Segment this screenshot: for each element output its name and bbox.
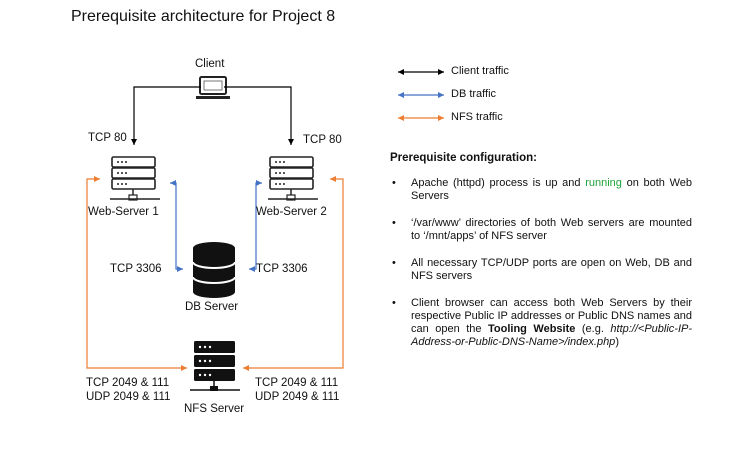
db-traffic-web2-arrow [249,180,262,272]
client-to-web1-arrow [131,86,201,145]
example-url: http://<Public-IP-Address-or-Public-DNS-… [411,323,693,348]
legend-nfs-traffic-label: NFS traffic [451,111,503,123]
client-label: Client [195,58,225,70]
config-item-text: (e.g. [575,323,611,335]
bullet: • [392,217,396,229]
tooling-website-text: Tooling Website [488,323,576,335]
legend-client-traffic-label: Client traffic [451,65,509,77]
tcp80-left-label: TCP 80 [88,132,127,144]
diagram-title: Prerequisite architecture for Project 8 [71,8,336,25]
config-item-browser: • Client browser can access both Web Ser… [390,297,692,349]
nfs-server-label: NFS Server [184,403,245,415]
nfs-right-tcp-label: TCP 2049 & 111 [255,377,339,389]
nfs-traffic-web1-arrow [86,176,187,371]
web-server-1-label: Web-Server 1 [88,206,159,218]
config-item-apache: • Apache (httpd) process is up and runni… [390,177,692,203]
bullet: • [392,297,396,309]
nfs-right-udp-label: UDP 2049 & 111 [255,391,340,403]
nfs-left-tcp-label: TCP 2049 & 111 [86,377,170,389]
legend-db-traffic-label: DB traffic [451,88,497,100]
web-server-2-label: Web-Server 2 [256,206,327,218]
config-item-ports: • All necessary TCP/UDP ports are open o… [390,257,692,283]
bullet: • [392,257,396,269]
web-server-1-icon [110,156,160,201]
database-icon [192,242,236,298]
running-highlight: running [585,177,622,189]
prerequisite-configuration: Prerequisite configuration: • Apache (ht… [390,152,692,363]
nfs-traffic-web2-arrow [243,176,344,371]
db-server-label: DB Server [185,301,239,313]
tcp80-right-label: TCP 80 [303,134,342,146]
client-computer-icon [196,76,230,99]
config-item-text: Client browser can access both Web Serve… [411,297,692,335]
nfs-left-udp-label: UDP 2049 & 111 [86,391,171,403]
config-heading: Prerequisite configuration: [390,152,537,164]
client-to-web2-arrow [224,86,294,145]
config-item-text: on both Web Servers [411,177,692,202]
config-item-text: ) [615,336,619,348]
bullet: • [392,177,396,189]
tcp3306-left-label: TCP 3306 [110,263,162,275]
config-item-text: ‘/var/www’ directories of both Web serve… [411,217,692,242]
web-server-2-icon [268,156,318,201]
config-item-text: All necessary TCP/UDP ports are open on … [411,257,692,282]
tcp3306-right-label: TCP 3306 [256,263,308,275]
config-item-mount: • ‘/var/www’ directories of both Web ser… [390,217,692,243]
nfs-server-icon [190,341,240,391]
config-item-text: Apache (httpd) process is up and [411,177,586,189]
db-traffic-web1-arrow [170,180,183,272]
